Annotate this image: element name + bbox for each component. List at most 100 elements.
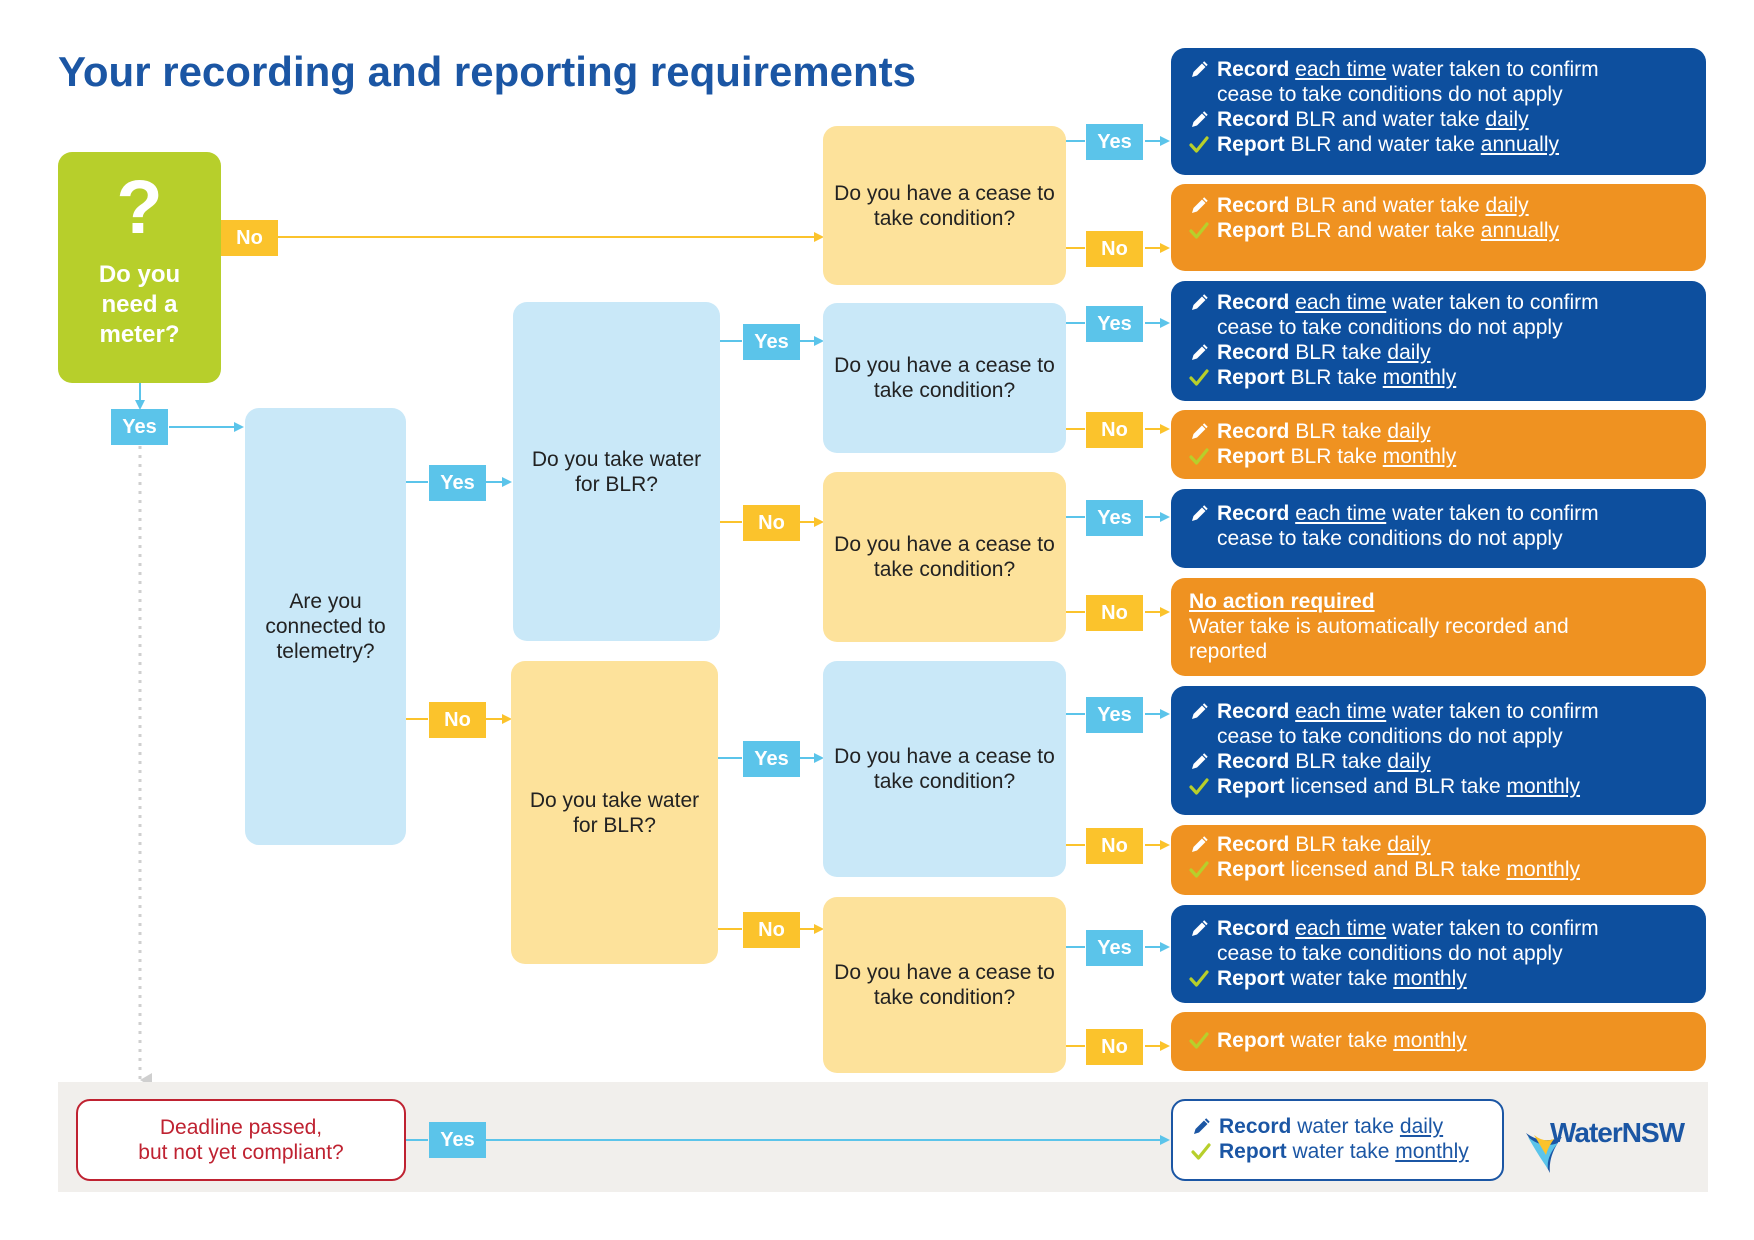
result-line-text: Report BLR and water take annually [1217,219,1560,242]
result-line-text: Report BLR and water take annually [1217,133,1560,156]
result-line-text: cease to take conditions do not apply [1217,316,1563,339]
decision-cease-3: Do you have a cease to take condition? [823,472,1066,642]
result-line: Report water take monthly [1189,1028,1692,1053]
result-line: Report BLR take monthly [1189,444,1692,469]
check-icon [1189,857,1211,882]
deadline-line-2: but not yet compliant? [138,1141,344,1164]
result-line-text: cease to take conditions do not apply [1217,527,1563,550]
result-line: Report water take monthly [1189,966,1692,991]
pencil-icon [1189,501,1211,526]
pencil-icon [1189,57,1211,82]
no-label: No [1086,231,1143,267]
result-line: Report BLR take monthly [1189,365,1692,390]
decision-telemetry: Are you connected to telemetry? [245,408,406,845]
result-line: Record each time water taken to confirm [1189,290,1692,315]
start-node: ? Do you need a meter? [58,152,221,383]
yes-label: Yes [429,1122,486,1158]
pencil-icon [1189,193,1211,218]
result-line-text: Report water take monthly [1219,1140,1469,1163]
icon-spacer [1189,526,1211,551]
result-box-10: Report water take monthly [1171,1012,1706,1071]
result-line-text: Record each time water taken to confirm [1217,700,1599,723]
result-line: Record BLR take daily [1189,749,1692,774]
pencil-icon [1189,107,1211,132]
result-line-text: Water take is automatically recorded and [1189,615,1569,638]
result-line-text: Record each time water taken to confirm [1217,917,1599,940]
result-line: Report BLR and water take annually [1189,132,1692,157]
pencil-icon [1189,916,1211,941]
deadline-line-1: Deadline passed, [159,1116,323,1139]
result-line-text: reported [1189,640,1268,663]
result-line-text: Record water take daily [1219,1115,1444,1138]
result-line-text: Record each time water taken to confirm [1217,502,1599,525]
no-label: No [1086,828,1143,864]
yes-label: Yes [1086,306,1143,342]
result-line-text: cease to take conditions do not apply [1217,83,1563,106]
result-line-text: cease to take conditions do not apply [1217,725,1563,748]
check-icon [1189,132,1211,157]
result-line-text: Record BLR take daily [1217,420,1431,443]
decision-cease-5: Do you have a cease to take condition? [823,897,1066,1073]
result-line: cease to take conditions do not apply [1189,526,1692,551]
yes-label: Yes [429,465,486,501]
decision-blr-no-telemetry: Do you take water for BLR? [511,661,718,964]
result-line: Record BLR and water take daily [1189,107,1692,132]
result-line-text: Report water take monthly [1217,1029,1467,1052]
check-icon [1189,1028,1211,1053]
result-line: cease to take conditions do not apply [1189,941,1692,966]
result-line: Record each time water taken to confirm [1189,57,1692,82]
result-line-text: Record BLR take daily [1217,833,1431,856]
yes-label: Yes [743,324,800,360]
result-line-text: Report BLR take monthly [1217,445,1457,468]
result-line: Report water take monthly [1191,1139,1488,1164]
yes-label: Yes [1086,500,1143,536]
result-line: Report BLR and water take annually [1189,218,1692,243]
yes-label: Yes [1086,124,1143,160]
result-line: No action required [1189,589,1692,614]
check-icon [1189,966,1211,991]
no-label: No [429,702,486,738]
result-line: cease to take conditions do not apply [1189,82,1692,107]
pencil-icon [1189,419,1211,444]
check-icon [1189,444,1211,469]
no-label: No [743,505,800,541]
pencil-icon [1189,832,1211,857]
check-icon [1189,774,1211,799]
yes-label: Yes [743,741,800,777]
pencil-icon [1191,1114,1213,1139]
result-line: reported [1189,639,1692,664]
yes-label: Yes [1086,930,1143,966]
result-line: cease to take conditions do not apply [1189,724,1692,749]
result-line-text: Report water take monthly [1217,967,1467,990]
yes-label: Yes [111,409,168,445]
check-icon [1189,365,1211,390]
result-line: Record BLR take daily [1189,832,1692,857]
result-line-text: Record BLR and water take daily [1217,194,1529,217]
decision-deadline: Deadline passed, but not yet compliant? [76,1099,406,1181]
decision-blr-telemetry: Do you take water for BLR? [513,302,720,641]
no-label: No [1086,412,1143,448]
result-line: Water take is automatically recorded and [1189,614,1692,639]
page-title: Your recording and reporting requirement… [58,48,917,95]
icon-spacer [1189,724,1211,749]
result-line-text: Record BLR take daily [1217,341,1431,364]
result-line: Report licensed and BLR take monthly [1189,857,1692,882]
icon-spacer [1189,941,1211,966]
waternsw-logo: WaterNSW [1524,1115,1692,1177]
result-line-text: No action required [1189,590,1375,613]
no-label: No [221,220,278,256]
result-line: Report licensed and BLR take monthly [1189,774,1692,799]
result-line: Record water take daily [1191,1114,1488,1139]
pencil-icon [1189,340,1211,365]
no-label: No [743,912,800,948]
result-line: cease to take conditions do not apply [1189,315,1692,340]
result-line: Record each time water taken to confirm [1189,501,1692,526]
